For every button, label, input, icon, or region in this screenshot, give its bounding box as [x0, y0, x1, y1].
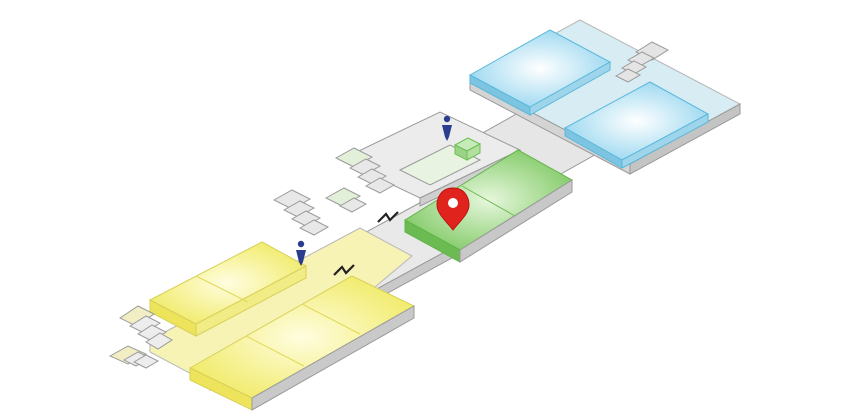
blue-zone	[468, 19, 742, 175]
zigzag-icon	[333, 264, 355, 276]
green-zone	[404, 149, 573, 263]
stairs-blue	[614, 41, 670, 83]
person-icon[interactable]	[296, 240, 306, 266]
center-room	[398, 137, 482, 186]
map-pin-icon[interactable]	[436, 187, 470, 231]
yellow-zone	[148, 227, 416, 411]
stairs-yellow-lower	[108, 345, 160, 369]
stairs-center	[334, 147, 396, 194]
stairs-middle	[324, 187, 368, 213]
person-icon[interactable]	[442, 115, 452, 141]
zigzag-icon	[377, 211, 399, 223]
stairs-yellow-upper	[119, 305, 173, 350]
stairs-left	[272, 189, 330, 236]
